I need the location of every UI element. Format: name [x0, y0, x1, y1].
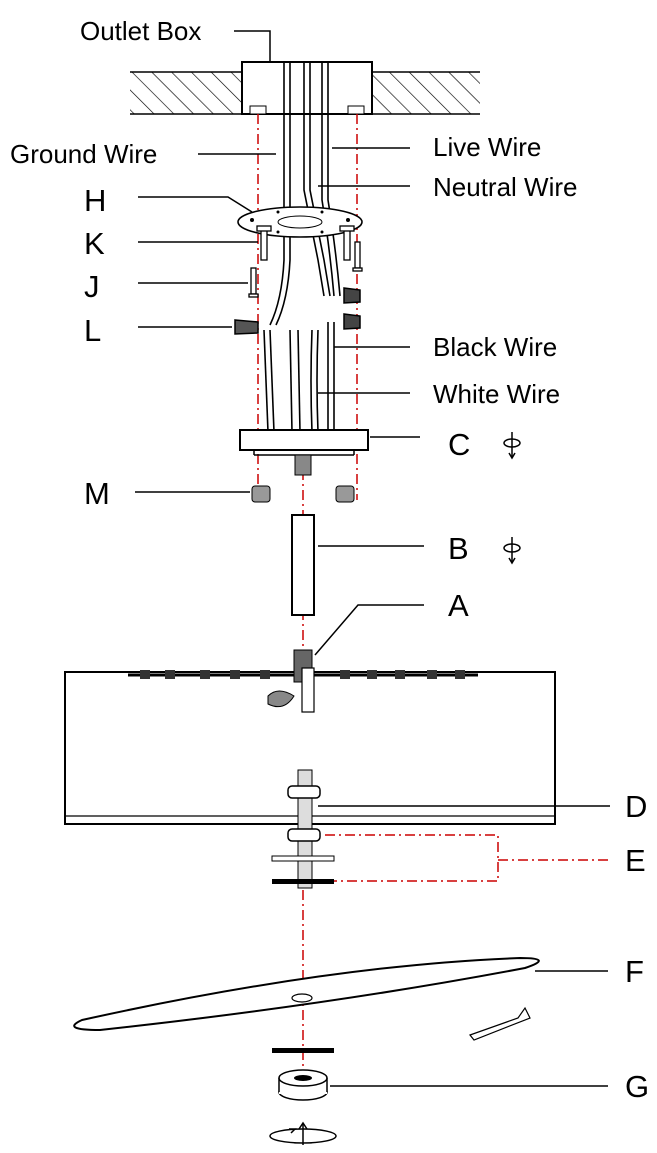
outlet-box — [241, 61, 373, 115]
label-m: M — [84, 476, 110, 511]
shade-clip — [260, 670, 270, 679]
label-c: C — [448, 427, 470, 462]
shade-clip — [395, 670, 405, 679]
shade-clip — [455, 670, 465, 679]
shade-clip — [230, 670, 240, 679]
ceiling — [130, 71, 480, 115]
label-f: F — [625, 954, 644, 989]
label-e: E — [625, 843, 646, 878]
canopy — [239, 429, 369, 476]
label-a: A — [448, 588, 469, 623]
rotate-icon — [503, 432, 521, 460]
label-j: J — [84, 269, 100, 304]
wires — [263, 62, 341, 433]
leader-lines — [135, 30, 610, 1087]
label-outlet-box: Outlet Box — [80, 16, 201, 46]
shade-clip — [340, 670, 350, 679]
rotate-icon — [503, 537, 521, 565]
label-neutral-wire: Neutral Wire — [433, 172, 577, 202]
label-ground-wire: Ground Wire — [10, 139, 157, 169]
label-k: K — [84, 226, 105, 261]
rod — [291, 514, 315, 616]
label-l: L — [84, 313, 101, 348]
shade-clip — [140, 670, 150, 679]
shade-clip — [367, 670, 377, 679]
finial-cap — [278, 1069, 328, 1101]
shade-clip — [427, 670, 437, 679]
label-d: D — [625, 789, 647, 824]
wire-connectors — [234, 287, 361, 335]
label-black-wire: Black Wire — [433, 332, 557, 362]
label-live-wire: Live Wire — [433, 132, 541, 162]
label-g: G — [625, 1069, 649, 1104]
shade-clips — [140, 670, 465, 679]
diffuser — [73, 956, 540, 1053]
canopy-nuts — [251, 485, 355, 503]
shade-clip — [200, 670, 210, 679]
label-b: B — [448, 531, 469, 566]
label-h: H — [84, 183, 106, 218]
screws — [248, 225, 363, 298]
threaded-rod — [271, 769, 335, 889]
rotate-icon — [269, 1121, 337, 1145]
shade-clip — [165, 670, 175, 679]
label-white-wire: White Wire — [433, 379, 560, 409]
